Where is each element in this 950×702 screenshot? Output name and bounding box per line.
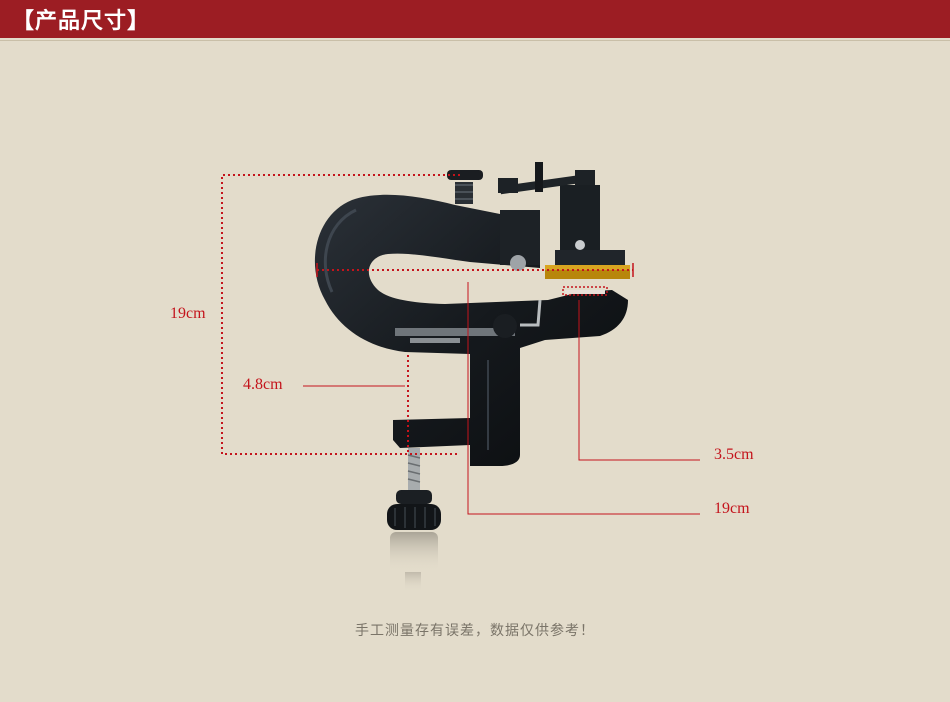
clamp-label: 4.8cm <box>243 376 283 393</box>
header-bar: 【产品尺寸】 <box>0 0 950 38</box>
blade-leader <box>578 300 700 461</box>
height-label: 19cm <box>170 305 206 322</box>
header-divider <box>0 40 950 41</box>
knob-reflection <box>390 532 438 592</box>
page-title: 【产品尺寸】 <box>12 9 151 34</box>
blade-label: 3.5cm <box>714 446 754 463</box>
height-bracket <box>221 174 460 455</box>
depth-label: 19cm <box>714 500 750 517</box>
measurement-note: 手工测量存有误差，数据仅供参考！ <box>355 623 595 639</box>
dimension-lines <box>221 174 700 515</box>
tool-body <box>314 162 630 530</box>
depth-leader <box>467 282 700 515</box>
